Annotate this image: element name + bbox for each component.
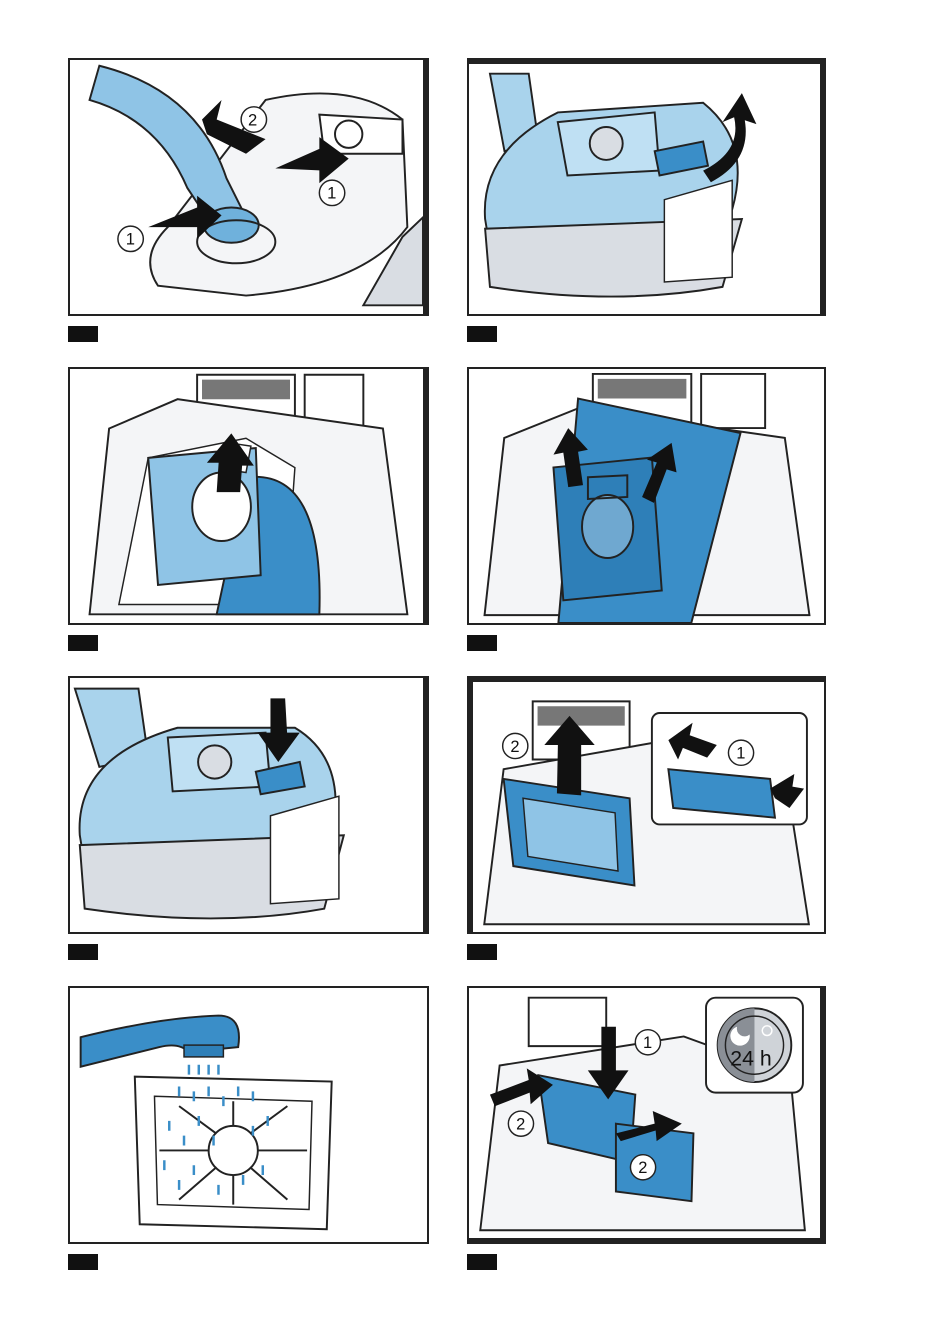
- step-7-illustration: [68, 986, 429, 1244]
- step-7-label: [68, 1254, 98, 1270]
- step-6-label: [467, 944, 497, 960]
- bag-removal-drawing: [70, 369, 423, 623]
- timer-text: 24 h: [730, 1047, 771, 1071]
- step-2-illustration: [467, 58, 826, 316]
- step-1-label: [68, 326, 98, 342]
- bag-insertion-drawing: [469, 369, 824, 623]
- callout-2: 2: [248, 110, 257, 129]
- hose: [90, 66, 246, 232]
- lid-opening-drawing: [469, 64, 820, 314]
- lid-closing-drawing: [70, 678, 423, 932]
- step-5-illustration: [68, 676, 429, 934]
- step-4-illustration: [467, 367, 826, 625]
- callout-1: 1: [327, 184, 336, 203]
- callout-2: 2: [516, 1115, 525, 1133]
- step-4-label: [467, 635, 497, 651]
- filter-removal-drawing: 2 1: [473, 682, 824, 932]
- step-3-illustration: [68, 367, 429, 625]
- hose-removal-drawing: 2 1 1: [70, 60, 423, 314]
- step-6-illustration: 2 1: [467, 676, 826, 934]
- callout-1: 1: [126, 230, 135, 249]
- callout-1: 1: [736, 745, 745, 763]
- filter-insertion-drawing: 1 2 2 24 h: [469, 988, 820, 1238]
- step-8-label: [467, 1254, 497, 1270]
- filter-rinsing-drawing: [70, 988, 427, 1242]
- callout-1: 1: [643, 1034, 652, 1052]
- step-2-label: [467, 326, 497, 342]
- step-5-label: [68, 944, 98, 960]
- step-8-illustration: 1 2 2 24 h: [467, 986, 826, 1244]
- step-3-label: [68, 635, 98, 651]
- step-1-illustration: 2 1 1: [68, 58, 429, 316]
- callout-2: 2: [510, 738, 519, 756]
- callout-2: 2: [638, 1159, 647, 1177]
- tap: [81, 1016, 239, 1067]
